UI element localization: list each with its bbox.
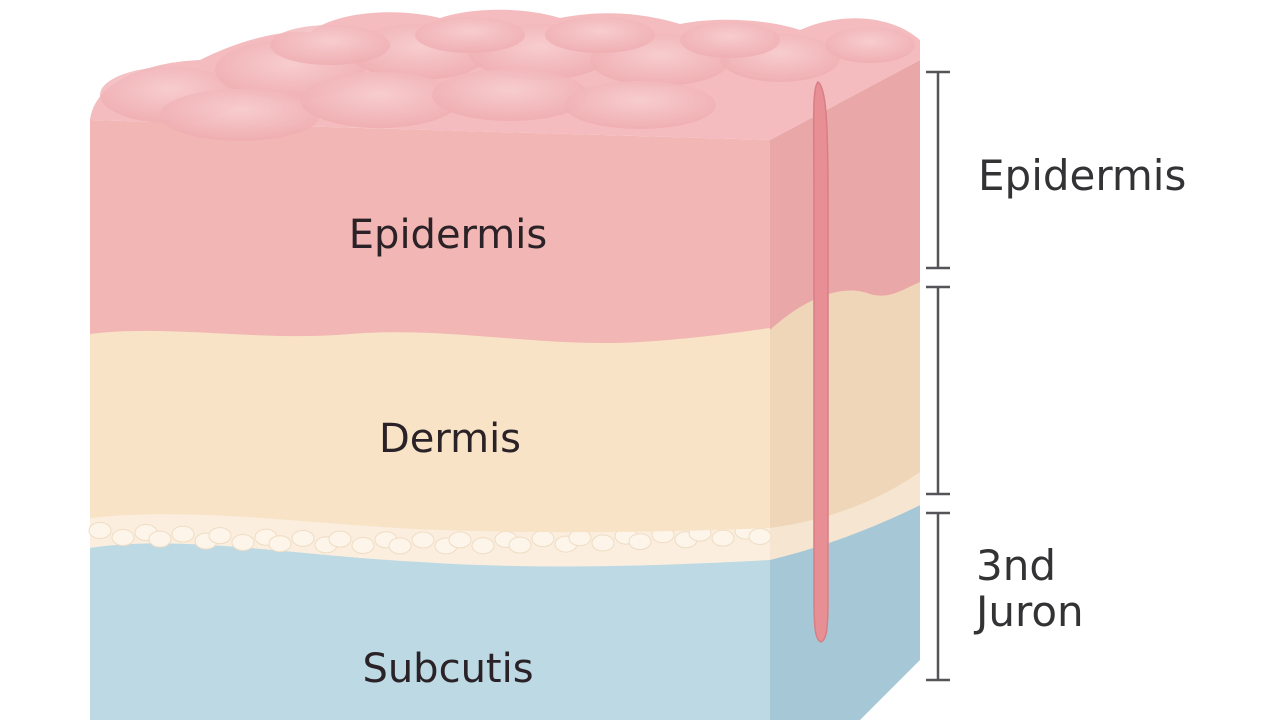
fat-cell xyxy=(328,530,352,548)
bracket-subcutis xyxy=(926,511,950,682)
surface-bump xyxy=(564,81,716,129)
fat-cell xyxy=(291,529,315,547)
epidermis-side-face xyxy=(770,60,920,330)
subcutis-layer xyxy=(90,505,920,720)
skin-surface-bumps xyxy=(100,17,915,141)
epidermis-front-face xyxy=(90,120,770,344)
dermis-layer xyxy=(90,280,920,533)
hair-strand-icon xyxy=(812,81,829,643)
epidermis-label: Epidermis xyxy=(349,212,547,258)
fat-cell xyxy=(448,531,472,549)
epidermis-layer xyxy=(90,9,920,344)
dermis-side-face xyxy=(770,280,920,528)
fat-cell xyxy=(208,527,232,545)
surface-bump xyxy=(270,25,390,65)
subcutis-label: Subcutis xyxy=(362,646,533,692)
fat-cell xyxy=(748,527,772,545)
dermis-front-face xyxy=(90,327,770,533)
fat-cell xyxy=(111,529,135,547)
fat-band-side xyxy=(770,470,920,560)
surface-bump xyxy=(680,22,780,58)
fat-cell xyxy=(268,535,292,553)
fat-cell xyxy=(88,521,112,539)
surface-bump xyxy=(300,72,460,128)
fat-cell xyxy=(388,537,412,555)
fat-cell xyxy=(471,537,495,555)
fat-cell xyxy=(711,529,735,547)
bracket-epidermis xyxy=(926,70,950,270)
fat-cell xyxy=(148,530,172,548)
fat-cell xyxy=(351,537,375,555)
dermis-label: Dermis xyxy=(379,416,521,462)
surface-bump xyxy=(545,17,655,53)
fat-cell xyxy=(628,533,652,551)
surface-bump xyxy=(160,89,320,141)
fat-cell xyxy=(531,530,555,548)
side-label-line2: Juron xyxy=(973,587,1084,636)
side-label-epidermis: Epidermis xyxy=(978,151,1186,200)
surface-bump xyxy=(825,27,915,63)
fat-cell xyxy=(231,533,255,551)
fat-cell xyxy=(591,534,615,552)
side-label-line1: 3nd xyxy=(976,541,1056,590)
surface-bump xyxy=(432,69,588,121)
surface-bump xyxy=(415,17,525,53)
fat-cell xyxy=(411,531,435,549)
fat-cell xyxy=(508,536,532,554)
fat-cells xyxy=(88,521,772,555)
fat-cell xyxy=(171,525,195,543)
subcutis-side-face xyxy=(770,505,920,720)
bracket-dermis xyxy=(926,285,950,496)
subcutis-front-face xyxy=(90,539,770,720)
fat-lobule-band xyxy=(88,470,920,567)
